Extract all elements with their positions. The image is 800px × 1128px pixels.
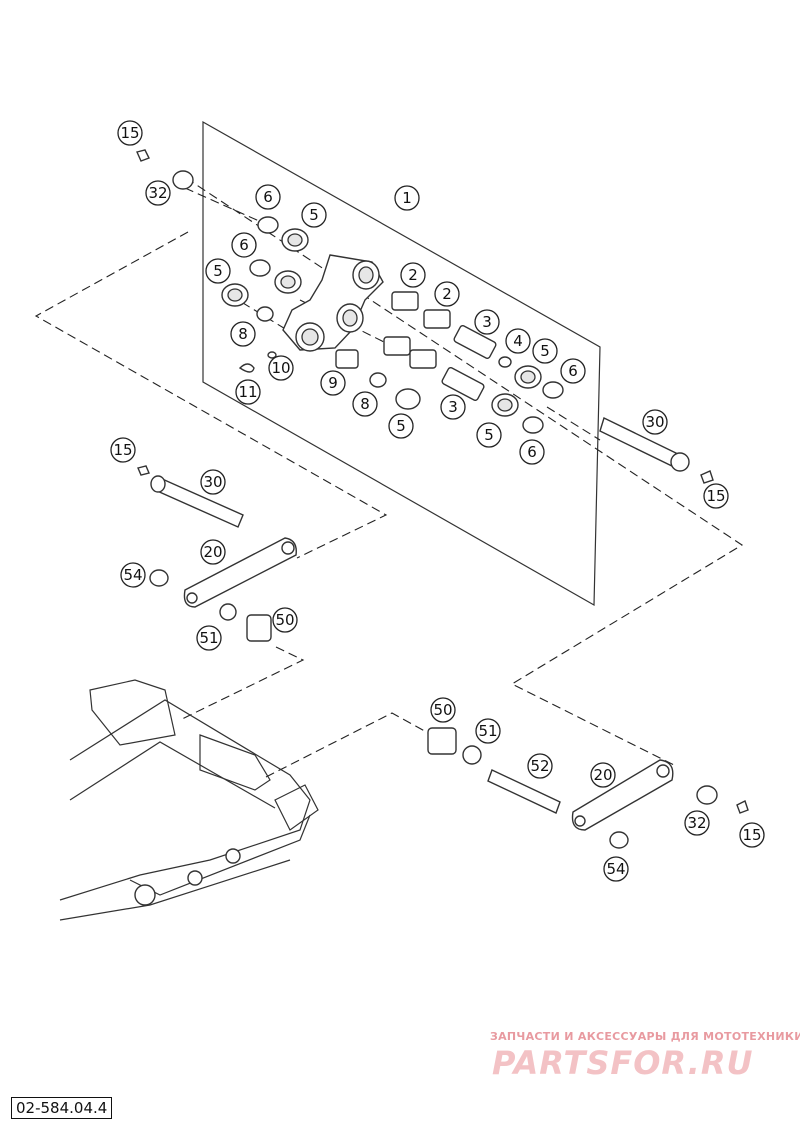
callout-label: 4 (513, 332, 523, 350)
callout-c2b: 2 (434, 281, 460, 307)
callout-label: 15 (706, 487, 725, 505)
callout-c6c: 6 (560, 358, 586, 384)
callout-c6b: 6 (231, 232, 257, 258)
rod-bushings (219, 603, 482, 765)
callout-c54a: 54 (120, 562, 146, 588)
callout-label: 5 (213, 262, 223, 280)
callout-label: 30 (645, 413, 664, 431)
callout-label: 6 (263, 188, 273, 206)
callout-c15b: 15 (703, 483, 729, 509)
callout-c30b: 30 (200, 469, 226, 495)
callout-label: 6 (527, 443, 537, 461)
callout-c6a: 6 (255, 184, 281, 210)
callout-label: 54 (606, 860, 625, 878)
linkage-lever (282, 254, 384, 352)
callout-label: 3 (448, 398, 458, 416)
callout-label: 8 (238, 325, 248, 343)
assembly-frame (202, 120, 601, 607)
callout-c32b: 32 (684, 810, 710, 836)
callout-label: 6 (568, 362, 578, 380)
callout-c50a: 50 (272, 607, 298, 633)
callout-c20b: 20 (590, 762, 616, 788)
callout-c5c: 5 (532, 338, 558, 364)
callout-label: 2 (408, 266, 418, 284)
callout-label: 20 (593, 766, 612, 784)
callout-c8a: 8 (230, 321, 256, 347)
callout-c10: 10 (268, 355, 294, 381)
callout-c3b: 3 (440, 394, 466, 420)
callout-label: 54 (123, 566, 142, 584)
callout-label: 6 (239, 236, 249, 254)
watermark-tagline: ЗАПЧАСТИ И АКСЕССУАРЫ ДЛЯ МОТОТЕХНИКИ (490, 1030, 800, 1043)
callout-c3a: 3 (474, 309, 500, 335)
callout-label: 51 (478, 722, 497, 740)
callout-label: 20 (203, 543, 222, 561)
callout-c5b: 5 (205, 258, 231, 284)
connecting-rods (183, 537, 674, 831)
callout-label: 10 (271, 359, 290, 377)
callout-label: 1 (402, 189, 412, 207)
callout-label: 32 (148, 184, 167, 202)
callout-label: 32 (687, 814, 706, 832)
callout-c32a: 32 (145, 180, 171, 206)
leader-lines (34, 177, 744, 778)
callout-c30a: 30 (642, 409, 668, 435)
callout-c9: 9 (320, 370, 346, 396)
callout-label: 9 (328, 374, 338, 392)
callout-label: 5 (396, 417, 406, 435)
callout-c8b: 8 (352, 391, 378, 417)
callout-c52: 52 (527, 753, 553, 779)
callout-c5a: 5 (301, 202, 327, 228)
callout-c2a: 2 (400, 262, 426, 288)
bolts (136, 149, 749, 849)
callout-label: 5 (484, 426, 494, 444)
callout-label: 5 (309, 206, 319, 224)
callout-c5d: 5 (388, 413, 414, 439)
callout-c1: 1 (394, 185, 420, 211)
callout-label: 50 (275, 611, 294, 629)
swingarm (59, 679, 319, 921)
callout-label: 5 (540, 342, 550, 360)
callout-label: 15 (742, 826, 761, 844)
callout-c4: 4 (505, 328, 531, 354)
callout-label: 15 (113, 441, 132, 459)
callout-c15a: 15 (117, 120, 143, 146)
callout-label: 52 (530, 757, 549, 775)
callout-c6d: 6 (519, 439, 545, 465)
callout-c51b: 51 (475, 718, 501, 744)
callout-c50b: 50 (430, 697, 456, 723)
callout-c5e: 5 (476, 422, 502, 448)
callout-c15d: 15 (739, 822, 765, 848)
callout-c54b: 54 (603, 856, 629, 882)
callout-c20a: 20 (200, 539, 226, 565)
diagram-code-label: 02-584.04.4 (11, 1097, 113, 1119)
callout-label: 3 (482, 313, 492, 331)
callout-label: 8 (360, 395, 370, 413)
small-parts (221, 216, 564, 434)
callout-label: 50 (433, 701, 452, 719)
callout-c11: 11 (235, 379, 261, 405)
watermark-logo: PARTSFOR.RU (492, 1044, 754, 1082)
callout-c15c: 15 (110, 437, 136, 463)
callout-label: 30 (203, 473, 222, 491)
callout-label: 2 (442, 285, 452, 303)
callout-c51a: 51 (196, 625, 222, 651)
callout-label: 51 (199, 629, 218, 647)
callout-label: 11 (238, 383, 257, 401)
callout-label: 15 (120, 124, 139, 142)
